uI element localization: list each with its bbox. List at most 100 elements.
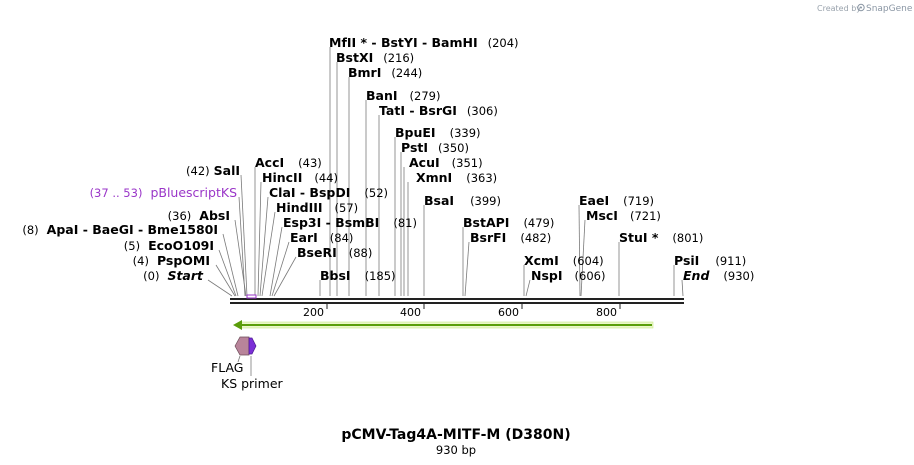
map-title: pCMV-Tag4A-MITF-M (D380N) bbox=[341, 427, 570, 443]
site-pos: (482) bbox=[520, 231, 551, 245]
left-labels: (42) SalI (37 .. 53)pBluescriptKS (36) Abs… bbox=[22, 163, 240, 283]
site-name: AcuI bbox=[409, 155, 440, 170]
site-name: BsaI bbox=[424, 193, 454, 208]
site-name: PsiI bbox=[674, 253, 699, 268]
site-pos: (721) bbox=[630, 209, 661, 223]
svg-text:MscI(721): MscI (721) bbox=[586, 208, 661, 223]
svg-text:BbsI(185): BbsI(185) bbox=[320, 268, 396, 283]
site-pos: (399) bbox=[470, 194, 501, 208]
site-pos: (185) bbox=[365, 269, 396, 283]
ruler-tick-label: 200 bbox=[303, 306, 324, 319]
svg-text:BpuEI(339): BpuEI (339) bbox=[395, 125, 481, 140]
site-pos: (204) bbox=[488, 36, 519, 50]
site-name: BanI bbox=[366, 88, 398, 103]
site-pos: (350) bbox=[438, 141, 469, 155]
site-name: BseRI bbox=[297, 245, 337, 260]
svg-text:ClaI - BspDI(52): ClaI - BspDI(52) bbox=[269, 185, 388, 200]
credit-brand: SnapGene bbox=[866, 4, 913, 14]
site-pos: (339) bbox=[450, 126, 481, 140]
site-name: MscI bbox=[586, 208, 618, 223]
map-length: 930 bp bbox=[436, 443, 476, 457]
site-pos: (57) bbox=[335, 201, 359, 215]
orf-arrow[interactable] bbox=[233, 320, 654, 330]
site-name: BstAPI bbox=[463, 215, 509, 230]
site-name: BmrI bbox=[348, 65, 381, 80]
site-pos: (81) bbox=[393, 216, 417, 230]
ruler-tick-label: 600 bbox=[498, 306, 519, 319]
site-pos: (42) bbox=[186, 164, 210, 178]
svg-text:BanI(279): BanI (279) bbox=[366, 88, 440, 103]
site-name: BsrFI bbox=[470, 230, 506, 245]
site-pos: (363) bbox=[466, 171, 497, 185]
site-name: StuI * bbox=[619, 230, 659, 245]
site-name: BstXI bbox=[336, 50, 373, 65]
site-label: (36) AbsI bbox=[168, 208, 230, 223]
site-pos: (88) bbox=[349, 246, 373, 260]
svg-text:EaeI(719): EaeI(719) bbox=[579, 193, 654, 208]
svg-text:EarI(84): EarI (84) bbox=[290, 230, 353, 245]
site-pos: (44) bbox=[314, 171, 338, 185]
site-pos: (930) bbox=[723, 269, 754, 283]
site-name: Esp3I - BsmBI bbox=[283, 215, 379, 230]
site-name: SalI bbox=[214, 163, 240, 178]
site-pos: (911) bbox=[715, 254, 746, 268]
site-name: HindIII bbox=[276, 200, 323, 215]
credit-text: Created by bbox=[817, 4, 861, 13]
site-name: BpuEI bbox=[395, 125, 436, 140]
site-pos: (244) bbox=[391, 66, 422, 80]
site-name: NspI bbox=[531, 268, 563, 283]
svg-text:NspI(606): NspI(606) bbox=[531, 268, 605, 283]
svg-text:PstI(350): PstI(350) bbox=[401, 140, 469, 155]
site-name: PspOMI bbox=[157, 253, 210, 268]
site-pos: (801) bbox=[672, 231, 703, 245]
right-leader-lines bbox=[254, 47, 684, 297]
svg-text:TatI - BsrGI(306): TatI - BsrGI(306) bbox=[379, 103, 498, 118]
svg-text:End(930): End (930) bbox=[683, 268, 754, 283]
svg-text:AcuI(351): AcuI (351) bbox=[409, 155, 483, 170]
site-name: XcmI bbox=[524, 253, 559, 268]
svg-text:StuI *(801): StuI * (801) bbox=[619, 230, 703, 245]
site-label: (5)EcoO109I bbox=[124, 238, 214, 253]
site-name: HincII bbox=[262, 170, 302, 185]
ruler-tick-label: 800 bbox=[596, 306, 617, 319]
ks-primer-feature[interactable] bbox=[248, 337, 257, 355]
svg-text:PsiI(911): PsiI (911) bbox=[674, 253, 746, 268]
site-name: XmnI bbox=[416, 170, 452, 185]
site-pos: (279) bbox=[410, 89, 441, 103]
svg-text:XmnI(363): XmnI (363) bbox=[416, 170, 497, 185]
site-name: EcoO109I bbox=[148, 238, 214, 253]
site-pos: (43) bbox=[298, 156, 322, 170]
svg-text:Esp3I - BsmBI(81): Esp3I - BsmBI (81) bbox=[283, 215, 417, 230]
site-name: AccI bbox=[255, 155, 284, 170]
site-name: EarI bbox=[290, 230, 318, 245]
svg-text:HincII(44): HincII (44) bbox=[262, 170, 338, 185]
site-name: EaeI bbox=[579, 193, 609, 208]
site-pos: (37 .. 53) bbox=[90, 186, 143, 200]
site-pos: (36) bbox=[168, 209, 192, 223]
ruler-tick-label: 400 bbox=[400, 306, 421, 319]
flag-feature[interactable] bbox=[234, 336, 250, 356]
sequence-backbone[interactable] bbox=[230, 294, 684, 304]
site-pos: (351) bbox=[452, 156, 483, 170]
site-pos: (479) bbox=[523, 216, 554, 230]
ks-primer-label: KS primer bbox=[221, 376, 284, 391]
left-leader-lines bbox=[207, 174, 248, 297]
feature-label-pbluescriptks[interactable]: (37 .. 53)pBluescriptKS bbox=[90, 185, 238, 200]
svg-text:BsrFI(482): BsrFI (482) bbox=[470, 230, 551, 245]
site-pos: (306) bbox=[467, 104, 498, 118]
svg-text:XcmI(604): XcmI(604) bbox=[524, 253, 604, 268]
flag-label: FLAG bbox=[211, 360, 243, 375]
site-label: (0)Start bbox=[143, 268, 204, 283]
site-name: ApaI - BaeGI - Bme1580I bbox=[47, 222, 218, 237]
svg-text:MfII * - BstYI - BamHI(204): MfII * - BstYI - BamHI(204) bbox=[329, 35, 519, 50]
site-name: ClaI - BspDI bbox=[269, 185, 350, 200]
site-pos: (8) bbox=[22, 223, 38, 237]
svg-text:BstXI(216): BstXI (216) bbox=[336, 50, 414, 65]
site-name: End bbox=[683, 268, 710, 283]
site-pos: (4) bbox=[133, 254, 149, 268]
site-name: AbsI bbox=[199, 208, 230, 223]
site-pos: (84) bbox=[330, 231, 354, 245]
site-label: (4) PspOMI bbox=[133, 253, 210, 268]
site-pos: (216) bbox=[383, 51, 414, 65]
